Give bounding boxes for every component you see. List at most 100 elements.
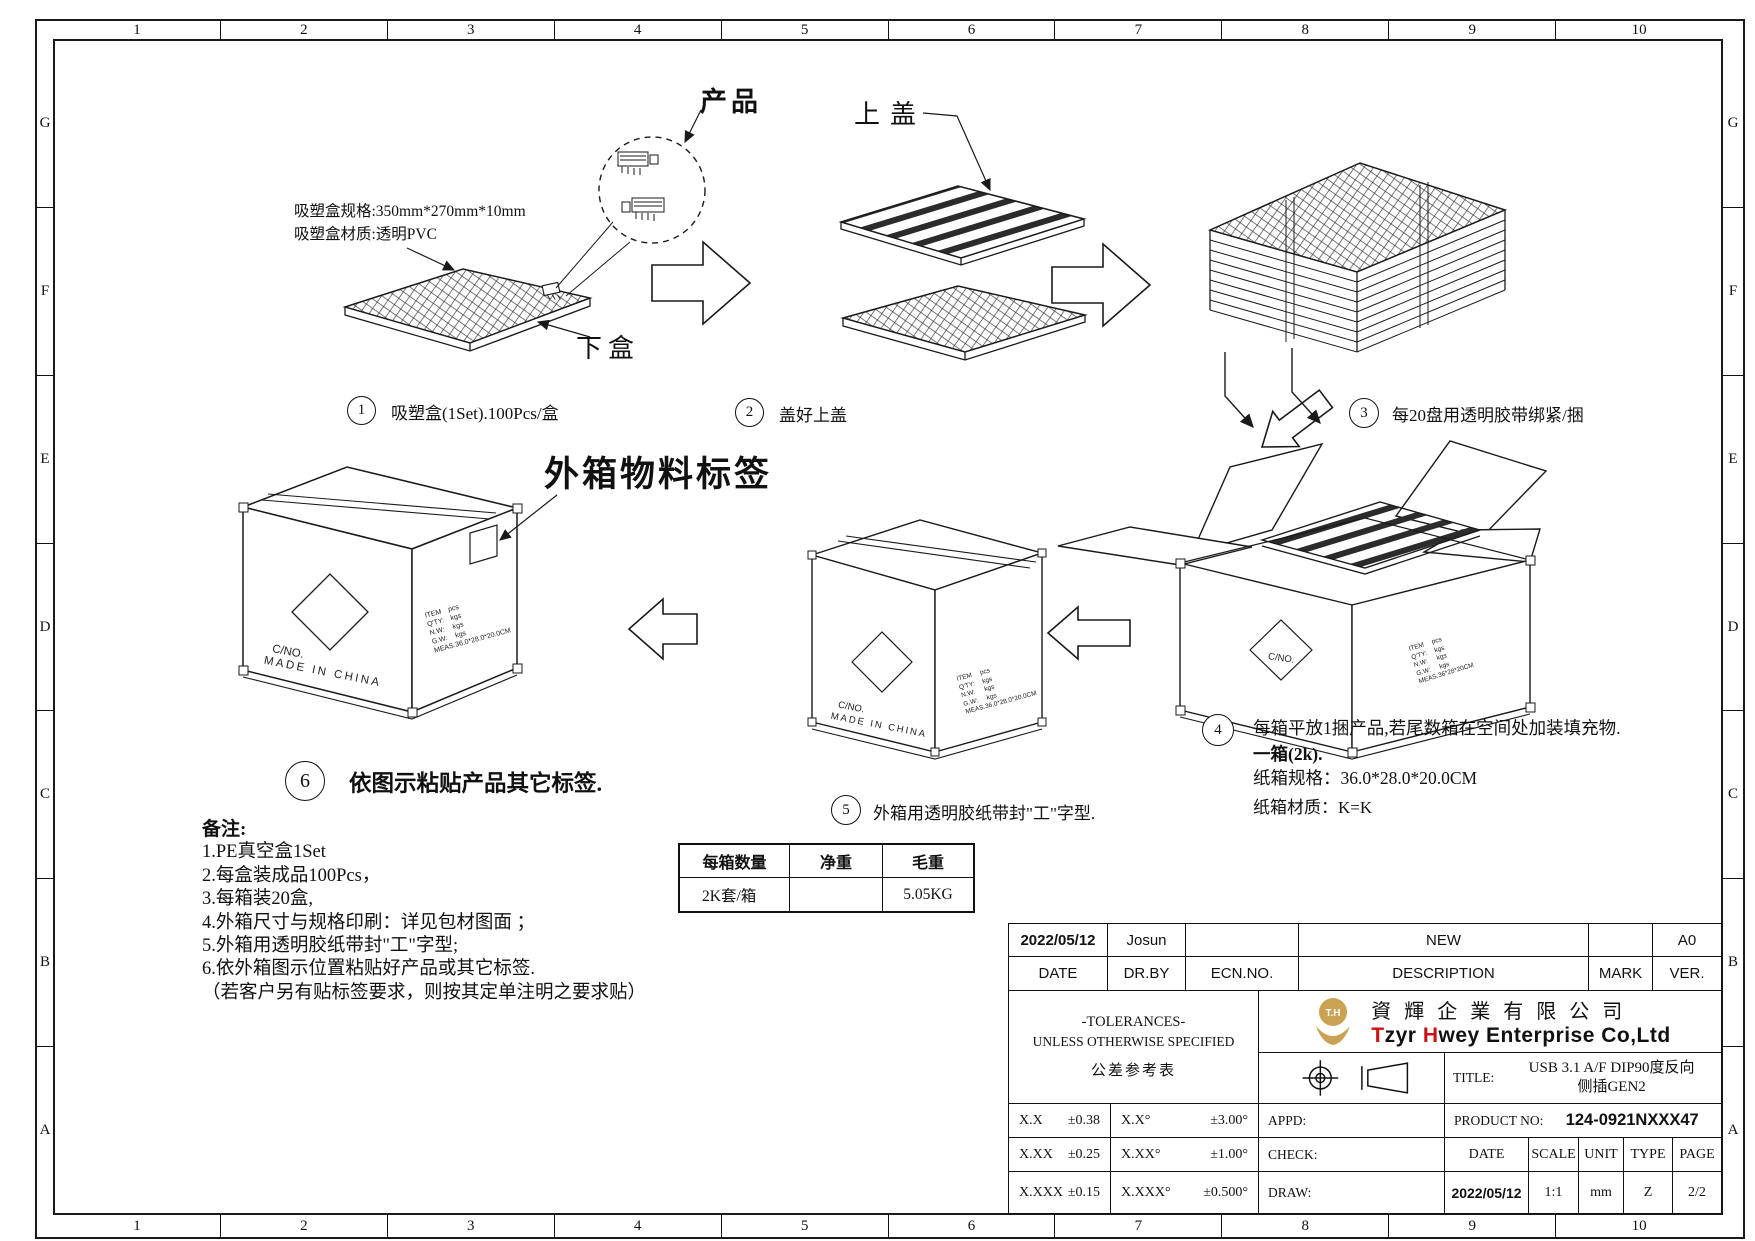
- grid-column-label: 3: [388, 20, 555, 40]
- remark-item: 2.每盒装成品100Pcs，: [202, 865, 381, 886]
- appd-cell: APPD:: [1258, 1103, 1445, 1138]
- ecn-header: ECN.NO.: [1185, 956, 1299, 991]
- remark-item: 6.依外箱图示位置粘贴好产品或其它标签.: [202, 959, 536, 980]
- mark-header: MARK: [1588, 956, 1653, 991]
- grid-column-label: 5: [722, 20, 889, 40]
- tolerances-line1: -TOLERANCES-: [1081, 1014, 1186, 1030]
- grid-row-label: E: [36, 376, 54, 544]
- grid-column-label: 7: [1055, 20, 1223, 40]
- product-no-label: PRODUCT NO:: [1454, 1112, 1544, 1128]
- step-4-text2: 一箱(2k).: [1253, 744, 1323, 764]
- tol-row3b: X.XXX°±0.500°: [1110, 1171, 1259, 1214]
- remark-item: （若客户另有贴标签要求，则按其定单注明之要求贴）: [202, 982, 647, 1003]
- svg-text:T.H: T.H: [1326, 1008, 1341, 1019]
- taped-carton: [807, 519, 1047, 760]
- tolerances-cell: -TOLERANCES- UNLESS OTHERWISE SPECIFIED …: [1008, 990, 1259, 1104]
- projection-symbols-cell: [1258, 1052, 1445, 1104]
- company-name-en: Tzyr Hwey Enterprise Co,Ltd: [1371, 1024, 1671, 1047]
- grid-row-label: B: [1722, 879, 1744, 1048]
- fragile-diamond: [1249, 619, 1313, 681]
- grid-column-label: 10: [1631, 1217, 1647, 1234]
- remark-item: 1.PE真空盒1Set: [202, 842, 326, 863]
- labeled-carton: [238, 466, 558, 720]
- scale-value: 1:1: [1528, 1171, 1579, 1214]
- grid-row-label: B: [36, 879, 54, 1048]
- grid-column-label: 10: [1631, 21, 1647, 38]
- title-cell: TITLE: USB 3.1 A/F DIP90度反向 侧插GEN2: [1444, 1052, 1722, 1104]
- carton-qty-table: 每箱数量 净重 毛重 2K套/箱 5.05KG: [678, 843, 975, 913]
- tolerances-line2: UNLESS OTHERWISE SPECIFIED: [1032, 1034, 1235, 1049]
- grid-row-label: F: [36, 208, 54, 376]
- qty-value: 2K套/箱: [680, 878, 790, 911]
- grid-column-label: 8: [1222, 1214, 1390, 1238]
- leader-lines: [406, 109, 702, 338]
- company-name-cn: 資輝企業有限公司: [1371, 1001, 1636, 1023]
- gross-weight-header: 毛重: [883, 845, 973, 878]
- unit-value: mm: [1578, 1171, 1624, 1214]
- grid-column-label: 7: [1055, 1214, 1223, 1238]
- trays-inside: [1259, 501, 1483, 569]
- tape-lines: [261, 493, 497, 520]
- grid-column-label: 8: [1222, 20, 1390, 40]
- flap-back-left: [1190, 442, 1324, 555]
- step-3-circle: 3: [1349, 398, 1379, 428]
- grid-column-label: 4: [555, 20, 722, 40]
- grid-row-label: E: [1722, 376, 1744, 544]
- product-detail-bubble: [555, 136, 706, 297]
- tray-spec-line: 吸塑盒规格:350mm*270mm*10mm: [294, 203, 526, 220]
- type-col-header: TYPE: [1623, 1137, 1673, 1172]
- remark-item: 4.外箱尺寸与规格印刷：详见包材图面 ；: [202, 912, 536, 933]
- tray-spec-note: 吸塑盒规格:350mm*270mm*10mm 吸塑盒材质:透明PVC: [294, 200, 526, 246]
- blister-tray: [342, 268, 593, 352]
- strapped-tray-stack: [1207, 162, 1508, 353]
- step-6-circle: 6: [285, 761, 325, 801]
- bottom-box-callout: 下盒: [576, 334, 641, 363]
- revision-date: 2022/05/12: [1008, 923, 1108, 957]
- step-2-text: 盖好上盖: [779, 406, 847, 425]
- description-header: DESCRIPTION: [1298, 956, 1589, 991]
- draw-cell: DRAW:: [1258, 1171, 1445, 1214]
- company-logo: T.H: [1316, 997, 1351, 1045]
- mark-value: [1588, 923, 1653, 957]
- grid-column-label: 5: [722, 1214, 889, 1238]
- tolerances-line3: 公差参考表: [1090, 1063, 1176, 1079]
- grid-column-label: 3: [388, 1214, 555, 1238]
- grid-column-label: 9: [1389, 1214, 1557, 1238]
- grid-row-label: F: [1722, 208, 1744, 376]
- ecn-value: [1185, 923, 1299, 957]
- grid-row-label: C: [36, 711, 54, 880]
- product-no-value: 124-0921NXXX47: [1565, 1111, 1699, 1129]
- drawing-title: USB 3.1 A/F DIP90度反向 侧插GEN2: [1528, 1060, 1695, 1095]
- grid-column-label: 1: [54, 20, 221, 40]
- date-col-header: DATE: [1444, 1137, 1529, 1172]
- step-6-text: 依图示粘贴产品其它标签.: [349, 771, 603, 796]
- remark-item: 5.外箱用透明胶纸带封"工"字型;: [202, 936, 459, 957]
- unit-col-header: UNIT: [1578, 1137, 1624, 1172]
- flow-arrow-left-2: [627, 597, 698, 661]
- page-value: 2/2: [1672, 1171, 1722, 1214]
- remark-item: 3.每箱装20盒,: [202, 889, 314, 910]
- ver-header: VER.: [1652, 956, 1722, 991]
- step-5-circle: 5: [831, 795, 861, 825]
- grid-row-label: G: [36, 40, 54, 208]
- label-leader: [499, 494, 558, 541]
- product-no-cell: PRODUCT NO: 124-0921NXXX47: [1444, 1103, 1722, 1138]
- grid-row-label: D: [1722, 544, 1744, 712]
- flow-arrow-right-2: [1051, 242, 1152, 328]
- step-1-circle: 1: [347, 396, 376, 425]
- outer-label-title: 外箱物料标签: [544, 455, 773, 494]
- tol-row2b: X.XX°±1.00°: [1110, 1137, 1259, 1172]
- tol-row3a: X.XXX±0.15: [1008, 1171, 1111, 1214]
- page-col-header: PAGE: [1672, 1137, 1722, 1172]
- check-cell: CHECK:: [1258, 1137, 1445, 1172]
- top-cover-callout: 上盖: [854, 100, 927, 129]
- grid-row-label: C: [1722, 711, 1744, 880]
- grid-column-label: 2: [221, 20, 388, 40]
- tape-lines: [837, 535, 1037, 569]
